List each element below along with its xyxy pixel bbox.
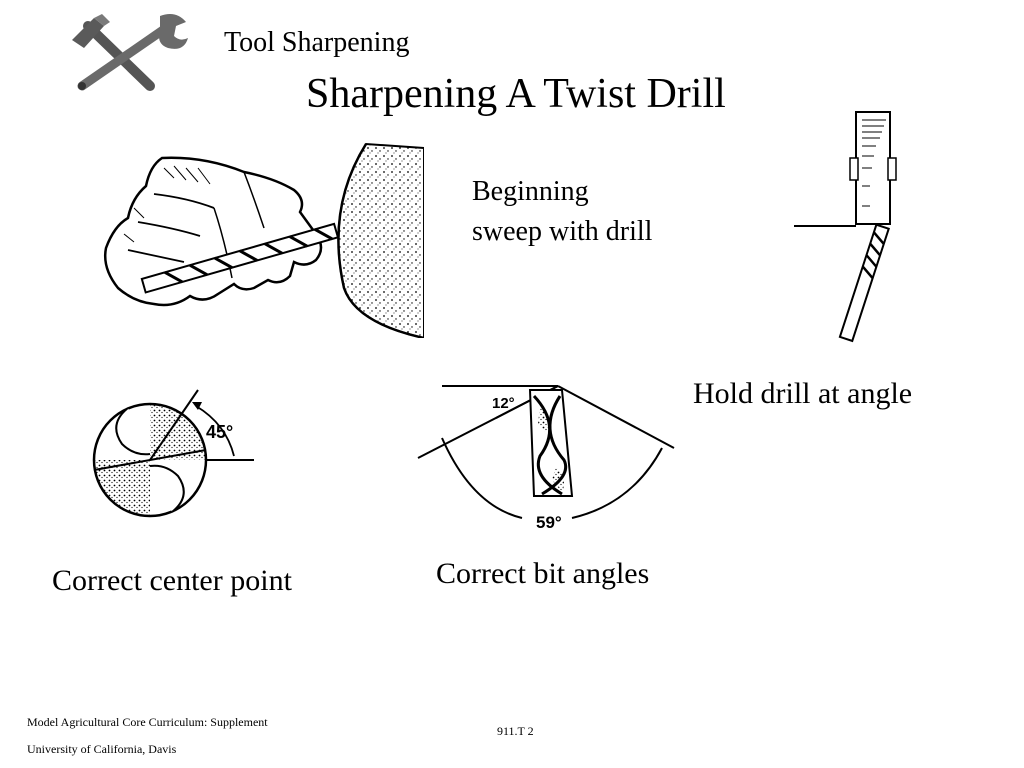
center-point-illustration: 45° xyxy=(92,389,254,518)
footer-institution: University of California, Davis xyxy=(27,742,177,756)
bit-angles-illustration: 12° 59° xyxy=(417,385,675,532)
section-title: Tool Sharpening xyxy=(224,27,410,58)
bit-angles-caption: Correct bit angles xyxy=(436,557,650,590)
center-angle-label: 45° xyxy=(206,422,233,442)
sweep-caption: Beginning sweep with drill xyxy=(472,172,652,252)
footer-slide-code: 911.T 2 xyxy=(497,724,534,738)
center-point-caption: Correct center point xyxy=(52,564,292,597)
wheel-drill-angle-illustration xyxy=(794,111,897,343)
hold-angle-caption: Hold drill at angle xyxy=(693,377,913,410)
grinding-hand-illustration xyxy=(104,142,424,338)
footer-curriculum: Model Agricultural Core Curriculum: Supp… xyxy=(27,715,268,729)
slide-title: Sharpening A Twist Drill xyxy=(306,71,726,117)
bit-point-angle-label: 59° xyxy=(536,513,562,532)
hammer-wrench-icon xyxy=(72,14,188,91)
sweep-caption-line-1: Beginning xyxy=(472,176,589,207)
sweep-caption-line-2: sweep with drill xyxy=(472,216,653,247)
bit-lip-angle-label: 12° xyxy=(492,395,515,412)
